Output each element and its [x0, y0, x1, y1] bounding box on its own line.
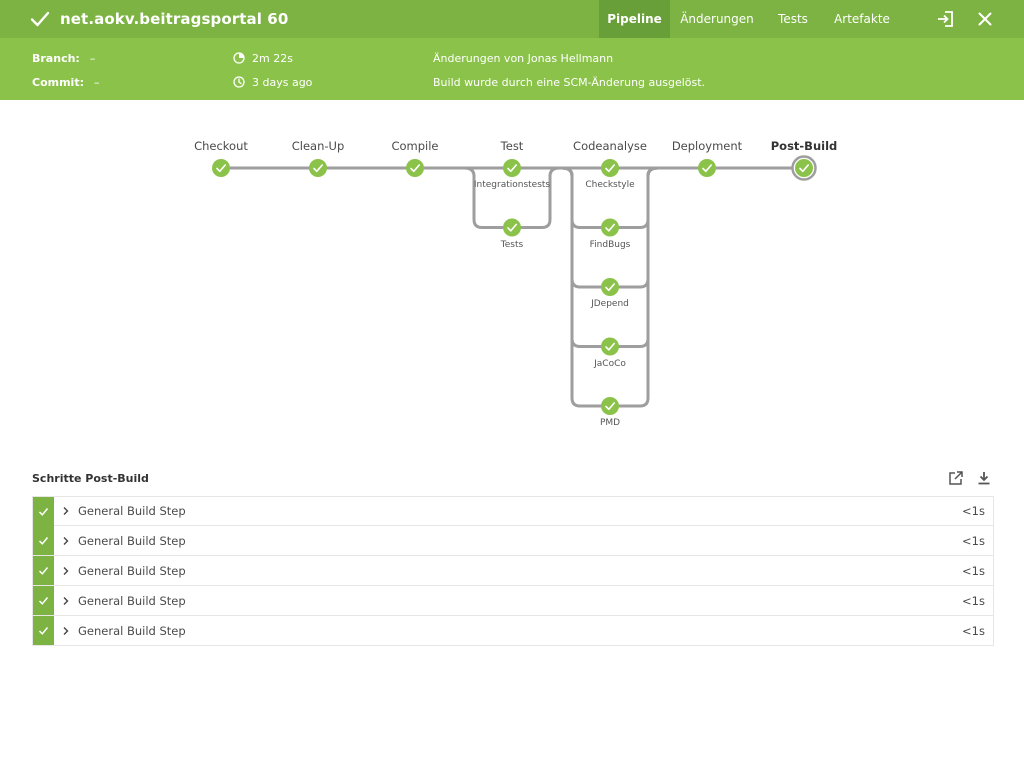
- branch-info: Branch: –: [32, 50, 95, 66]
- parallel-node-jacoco[interactable]: [601, 337, 619, 356]
- success-icon: [33, 586, 54, 615]
- chevron-right-icon[interactable]: [62, 506, 76, 516]
- tab-tests[interactable]: Tests: [778, 12, 808, 26]
- started-value: 3 days ago: [252, 75, 313, 89]
- stage-label-test: Test: [500, 139, 524, 153]
- duration-info: 2m 22s: [233, 50, 293, 66]
- stage-label-codeanalyse: Codeanalyse: [573, 139, 647, 153]
- info-bar: Branch: – Commit: – 2m 22s 3 days ago Än…: [0, 38, 1024, 100]
- step-name: General Build Step: [78, 504, 186, 518]
- parallel-label-tests: Tests: [500, 239, 524, 250]
- step-duration: <1s: [962, 563, 985, 578]
- step-row[interactable]: General Build Step <1s: [32, 586, 994, 616]
- success-icon: [33, 556, 54, 585]
- chevron-right-icon[interactable]: [62, 626, 76, 636]
- started-info: 3 days ago: [233, 74, 312, 90]
- parallel-label-pmd: PMD: [599, 418, 621, 428]
- pipeline-run-title: net.aokv.beitragsportal 60: [60, 10, 289, 28]
- step-duration: <1s: [962, 533, 985, 548]
- duration-value: 2m 22s: [252, 51, 293, 65]
- parallel-label-findbugs: FindBugs: [589, 239, 631, 250]
- title-wrap: net.aokv.beitragsportal 60: [30, 0, 288, 38]
- step-duration: <1s: [962, 593, 985, 608]
- step-duration: <1s: [962, 623, 985, 638]
- parallel-label-jacoco: JaCoCo: [594, 358, 626, 369]
- success-icon: [33, 616, 54, 645]
- parallel-label-jdepend: JDepend: [591, 299, 629, 309]
- parallel-label-checkstyle: Checkstyle: [585, 180, 635, 190]
- commit-info: Commit: –: [32, 74, 99, 90]
- tab-pipeline[interactable]: Pipeline: [599, 0, 670, 38]
- stage-label-checkout: Checkout: [194, 139, 248, 153]
- parallel-node-tests[interactable]: [503, 218, 521, 237]
- branch-connector: [560, 166, 660, 348]
- download-icon[interactable]: [975, 469, 993, 487]
- parallel-node-pmd[interactable]: [601, 397, 619, 415]
- cause-info: Build wurde durch eine SCM-Änderung ausg…: [433, 74, 705, 90]
- open-external-icon[interactable]: [947, 469, 965, 487]
- stage-node-post-build[interactable]: [791, 155, 817, 181]
- stage-label-compile: Compile: [391, 139, 439, 153]
- tab-changes[interactable]: Änderungen: [680, 12, 754, 26]
- stage-label-clean-up: Clean-Up: [291, 139, 345, 153]
- top-bar: net.aokv.beitragsportal 60 Pipeline Ände…: [0, 0, 1024, 38]
- step-row[interactable]: General Build Step <1s: [32, 526, 994, 556]
- pipeline-graph-svg: [212, 155, 817, 415]
- stage-label-post-build: Post-Build: [770, 139, 838, 153]
- parallel-node-jdepend[interactable]: [601, 278, 619, 296]
- success-icon: [33, 496, 54, 526]
- step-row[interactable]: General Build Step <1s: [32, 496, 994, 526]
- steps-list: General Build Step <1s General Build Ste…: [32, 496, 994, 646]
- commit-label: Commit:: [32, 75, 84, 89]
- parallel-node-findbugs[interactable]: [601, 218, 619, 237]
- stage-node-compile[interactable]: [406, 159, 424, 177]
- step-name: General Build Step: [78, 593, 186, 608]
- commit-value: –: [93, 75, 100, 89]
- chevron-right-icon[interactable]: [62, 566, 76, 576]
- steps-title: Schritte Post-Build: [32, 472, 149, 485]
- exit-icon[interactable]: [935, 9, 955, 29]
- duration-icon: [233, 52, 245, 64]
- step-name: General Build Step: [78, 623, 186, 638]
- parallel-node-checkstyle[interactable]: [601, 159, 619, 177]
- step-name: General Build Step: [78, 563, 186, 578]
- branch-label: Branch:: [32, 51, 80, 65]
- stage-node-deployment[interactable]: [698, 159, 716, 177]
- parallel-label-integrationstests: Integrationstests: [473, 180, 551, 190]
- check-icon: [30, 8, 52, 30]
- changes-text: Änderungen von Jonas Hellmann: [433, 51, 614, 65]
- stage-node-clean-up[interactable]: [309, 159, 327, 177]
- close-icon[interactable]: [975, 9, 995, 29]
- step-row[interactable]: General Build Step <1s: [32, 556, 994, 586]
- chevron-right-icon[interactable]: [62, 596, 76, 606]
- step-duration: <1s: [962, 504, 985, 518]
- success-icon: [33, 526, 54, 555]
- step-row[interactable]: General Build Step <1s: [32, 616, 994, 646]
- branch-value: –: [89, 51, 96, 65]
- parallel-node-integrationstests[interactable]: [503, 159, 521, 177]
- stage-label-deployment: Deployment: [671, 139, 743, 153]
- tab-artifacts[interactable]: Artefakte: [834, 12, 890, 26]
- chevron-right-icon[interactable]: [62, 536, 76, 546]
- stage-node-checkout[interactable]: [212, 159, 230, 177]
- cause-text: Build wurde durch eine SCM-Änderung ausg…: [433, 75, 706, 89]
- clock-icon: [233, 76, 245, 88]
- changes-info: Änderungen von Jonas Hellmann: [433, 50, 613, 66]
- step-name: General Build Step: [78, 533, 186, 548]
